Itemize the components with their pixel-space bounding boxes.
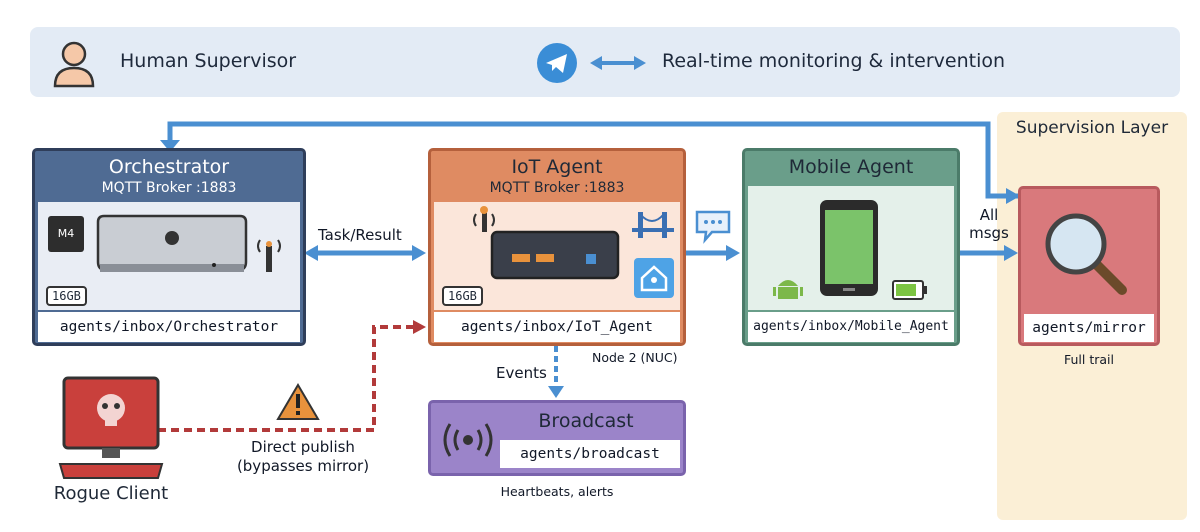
all-msgs-label: All msgs bbox=[964, 206, 1014, 242]
person-icon bbox=[53, 41, 95, 88]
all-msgs-arrowhead bbox=[1004, 245, 1018, 261]
rogue-publish-arrow bbox=[158, 325, 414, 432]
mobile-agent-topic: agents/inbox/Mobile_Agent bbox=[748, 312, 954, 342]
nuc-device-icon bbox=[473, 206, 620, 280]
antenna-icon bbox=[257, 239, 281, 272]
iot-agent-subtitle: MQTT Broker :1883 bbox=[489, 180, 625, 196]
broadcast-topic: agents/broadcast bbox=[500, 440, 680, 468]
task-result-arrowhead-right bbox=[412, 245, 426, 261]
broadcast-note: Heartbeats, alerts bbox=[500, 484, 614, 499]
feedback-arrowhead-down bbox=[160, 140, 180, 152]
magnifier-icon bbox=[1045, 213, 1127, 295]
rogue-client-label: Rogue Client bbox=[53, 483, 169, 504]
battery-icon bbox=[892, 280, 927, 300]
all-msgs-label-line2: msgs bbox=[969, 224, 1009, 242]
orchestrator-title: Orchestrator bbox=[108, 156, 230, 178]
all-msgs-label-line1: All bbox=[979, 206, 999, 224]
rogue-publish-arrowhead bbox=[413, 320, 426, 334]
node-note: Node 2 (NUC) bbox=[592, 350, 678, 365]
feedback-arrowhead-right bbox=[1006, 188, 1020, 204]
events-label: Events bbox=[496, 364, 547, 382]
chat-bubble-icon bbox=[695, 210, 731, 244]
rogue-arrow-label: Direct publish (bypasses mirror) bbox=[218, 438, 388, 476]
iot-ram-badge: 16GB bbox=[442, 286, 483, 306]
broadcast-title: Broadcast bbox=[538, 410, 634, 432]
bridge-icon bbox=[632, 212, 674, 238]
mirror-topic: agents/mirror bbox=[1024, 314, 1154, 342]
rogue-computer-icon bbox=[58, 376, 164, 479]
mirror-note: Full trail bbox=[1064, 352, 1114, 367]
channel-label: Real-time monitoring & intervention bbox=[662, 50, 1006, 72]
supervisor-label: Human Supervisor bbox=[120, 50, 297, 72]
android-icon bbox=[773, 280, 803, 299]
events-arrowhead bbox=[548, 386, 564, 398]
mac-mini-icon bbox=[96, 214, 248, 272]
iot-mobile-arrowhead bbox=[726, 245, 740, 261]
rogue-arrow-label-line2: (bypasses mirror) bbox=[236, 457, 370, 475]
task-result-arrowhead-left bbox=[304, 245, 318, 261]
m4-chip-icon: M4 bbox=[48, 216, 84, 252]
warning-icon bbox=[276, 383, 320, 420]
telegram-icon bbox=[537, 43, 577, 83]
smartphone-icon bbox=[820, 200, 878, 296]
iot-agent-title: IoT Agent bbox=[511, 156, 603, 178]
orchestrator-subtitle: MQTT Broker :1883 bbox=[101, 180, 237, 196]
mobile-agent-title: Mobile Agent bbox=[788, 156, 914, 178]
iot-agent-topic: agents/inbox/IoT_Agent bbox=[434, 312, 680, 342]
rogue-arrow-label-line1: Direct publish bbox=[251, 438, 355, 456]
task-result-label: Task/Result bbox=[318, 226, 402, 244]
supervision-layer-title: Supervision Layer bbox=[1015, 118, 1169, 138]
orchestrator-ram-badge: 16GB bbox=[46, 286, 87, 306]
orchestrator-topic: agents/inbox/Orchestrator bbox=[38, 312, 300, 342]
bidirectional-arrow bbox=[590, 56, 646, 70]
broadcast-signal-icon bbox=[443, 423, 493, 457]
feedback-loop-arrow bbox=[167, 121, 1018, 199]
home-assistant-icon bbox=[634, 258, 674, 298]
